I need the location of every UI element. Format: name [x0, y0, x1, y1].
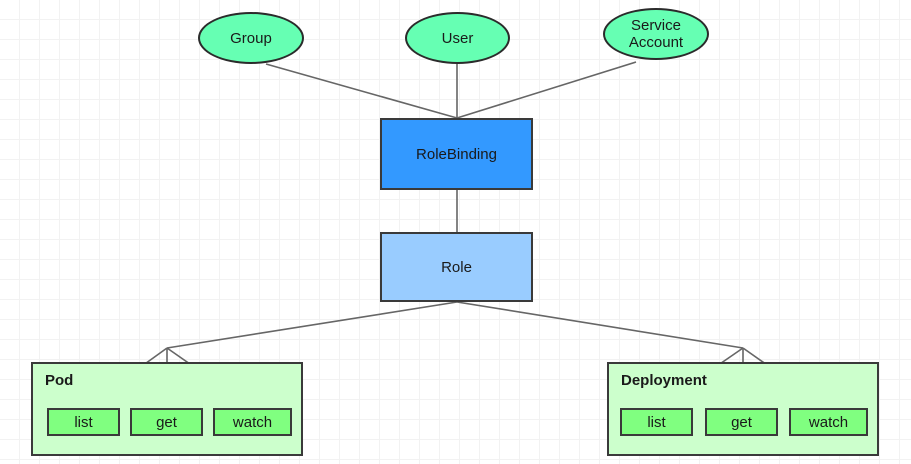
verb-pod-list-label: list — [74, 413, 93, 431]
role-label: Role — [441, 258, 472, 276]
verb-pod-watch[interactable]: watch — [213, 408, 292, 436]
edge-role-to-deployment — [456, 301, 744, 349]
subject-service-account-label-line1: Service — [630, 17, 681, 34]
rolebinding-node[interactable]: RoleBinding — [380, 118, 533, 190]
edge-role-to-pod — [166, 301, 458, 349]
subject-service-account-label: Service Account — [629, 17, 683, 51]
resource-group-deployment-title: Deployment — [621, 372, 707, 389]
role-node[interactable]: Role — [380, 232, 533, 302]
edge-group-to-rolebinding — [265, 63, 458, 119]
subject-service-account[interactable]: Service Account — [603, 8, 709, 60]
verb-deployment-watch-label: watch — [808, 413, 849, 431]
verb-pod-watch-label: watch — [232, 413, 273, 431]
verb-pod-get-label: get — [156, 413, 177, 431]
verb-deployment-watch[interactable]: watch — [789, 408, 868, 436]
verb-deployment-list[interactable]: list — [620, 408, 693, 436]
subject-user-label: User — [441, 29, 474, 47]
verb-deployment-list-label: list — [647, 413, 666, 431]
verb-deployment-get[interactable]: get — [705, 408, 778, 436]
verb-pod-list[interactable]: list — [47, 408, 120, 436]
rolebinding-label: RoleBinding — [416, 145, 497, 163]
subject-service-account-label-line2: Account — [628, 34, 684, 51]
verb-pod-get[interactable]: get — [130, 408, 203, 436]
subject-group-label: Group — [230, 29, 272, 47]
subject-user[interactable]: User — [405, 12, 510, 64]
edge-serviceaccount-to-rolebinding — [456, 61, 637, 119]
verb-deployment-get-label: get — [731, 413, 752, 431]
resource-group-pod-title: Pod — [45, 372, 74, 389]
subject-group[interactable]: Group — [198, 12, 304, 64]
